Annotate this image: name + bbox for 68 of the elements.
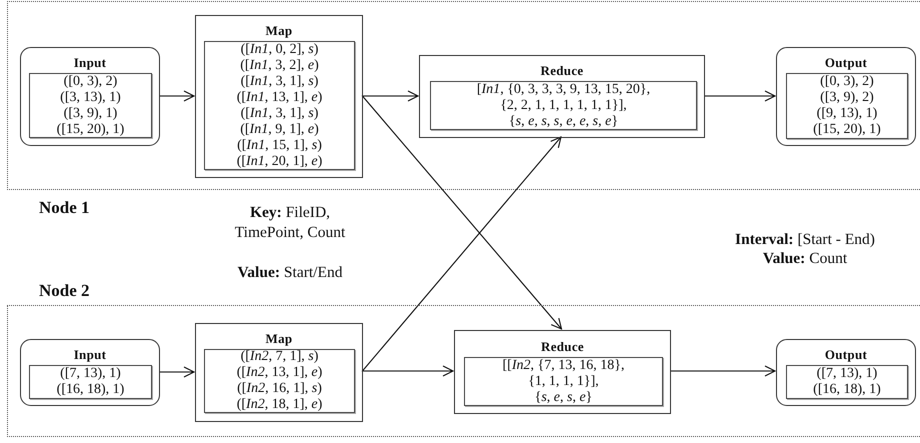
record-list-box (204, 41, 355, 170)
record-text: ([In1, 13, 1], e) (236, 90, 322, 106)
box-title: Output (824, 55, 868, 71)
record-text: ([In1, 20, 1], e) (236, 154, 322, 170)
record-text: {s, e, s, s, e, e, s, e} (508, 114, 618, 130)
arrow (670, 365, 776, 377)
arrow (159, 90, 195, 102)
record-text: ([0, 3), 2) (820, 74, 874, 90)
record-text: ([In2, 7, 1], s) (240, 349, 318, 365)
record-list-box (464, 357, 663, 406)
box-title: Input (72, 347, 108, 363)
arrow (362, 95, 562, 330)
record-text: ([16, 18), 1) (813, 382, 881, 398)
box-title: Map (264, 23, 294, 39)
record-text: {1, 1, 1, 1}], (528, 374, 599, 390)
record-list-box (29, 365, 152, 399)
record-text: ([15, 20), 1) (813, 122, 881, 138)
record-list-box (786, 365, 908, 399)
box-title: Reduce (540, 339, 585, 355)
record-list-box (786, 73, 908, 139)
process-box (454, 330, 671, 414)
record-text: ([15, 20), 1) (56, 122, 124, 138)
annotation-text: Value: Count (762, 249, 848, 269)
record-text: ([In1, 3, 1], s) (240, 74, 318, 90)
record-text: ([7, 13), 1) (816, 366, 878, 382)
record-text: ([In1, 15, 1], s) (237, 138, 322, 154)
process-box (195, 15, 363, 178)
record-list-box (29, 73, 152, 138)
arrow (704, 90, 776, 102)
record-text: [[In2, {7, 13, 16, 18}, (502, 358, 624, 374)
record-text: ([9, 13), 1) (816, 106, 878, 122)
arrow (362, 90, 419, 102)
box-title: Map (264, 331, 294, 347)
annotation-text: Key: FileID, TimePoint, Count (234, 203, 346, 243)
record-text: ([3, 9), 1) (64, 106, 118, 122)
annotation-text: Value: Start/End (236, 263, 344, 283)
record-text: ([In1, 3, 1], s) (240, 106, 318, 122)
data-store-box (20, 47, 160, 146)
process-box (419, 55, 705, 138)
box-title: Input (72, 55, 108, 71)
data-store-box (776, 47, 916, 146)
box-title: Output (824, 347, 868, 363)
annotation-text: Interval: [Start - End) (734, 230, 876, 250)
cluster-heading: Node 2 (39, 281, 90, 301)
process-box (195, 323, 363, 422)
record-text: ([3, 9), 2) (820, 90, 874, 106)
record-text: {s, e, s, e} (534, 390, 592, 406)
record-text: ([3, 13), 1) (60, 90, 121, 106)
record-list-box (204, 349, 355, 413)
record-text: ([7, 13), 1) (60, 366, 121, 382)
record-text: ([In2, 16, 1], s) (237, 381, 322, 397)
record-text: ([In2, 13, 1], e) (236, 365, 322, 381)
record-list-box (430, 81, 697, 130)
cluster-heading: Node 1 (39, 198, 90, 218)
data-store-box (776, 339, 916, 406)
record-text: {2, 2, 1, 1, 1, 1, 1, 1}], (500, 98, 627, 114)
record-text: ([0, 3), 2) (64, 74, 118, 90)
arrow (362, 136, 562, 372)
record-text: ([In1, 0, 2], s) (240, 42, 318, 58)
record-text: ([In1, 9, 1], e) (240, 122, 319, 138)
record-text: ([In2, 18, 1], e) (236, 397, 322, 413)
arrow (362, 365, 454, 377)
box-title: Reduce (540, 63, 584, 79)
record-text: ([In1, 3, 2], e) (240, 58, 319, 74)
arrow (159, 366, 195, 378)
record-text: [In1, {0, 3, 3, 3, 9, 13, 15, 20}, (476, 82, 650, 98)
data-store-box (20, 339, 160, 406)
record-text: ([16, 18), 1) (56, 382, 124, 398)
